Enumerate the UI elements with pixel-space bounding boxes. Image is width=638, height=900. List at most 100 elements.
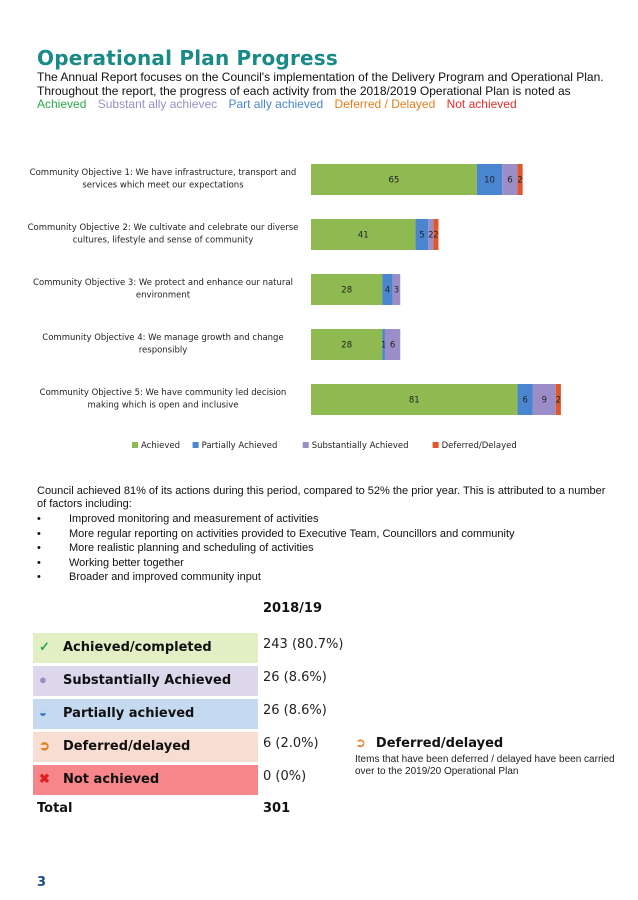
category-label: Community Objective 1: We have infrastru… xyxy=(30,168,297,178)
bullet-icon: • xyxy=(37,527,41,540)
legend-achieved: Achieved xyxy=(37,97,87,111)
summary-paragraph: Council achieved 81% of its actions duri… xyxy=(37,485,606,510)
legend-label: Achieved xyxy=(141,441,180,451)
status-value: 26 (8.6%) xyxy=(263,670,327,685)
deferred-note-title: ➲Deferred/delayed xyxy=(355,736,504,751)
deferred-note-text: Items that have been deferred / delayed … xyxy=(355,754,615,777)
data-label: 28 xyxy=(341,341,352,351)
half-circle-icon: ◒ xyxy=(39,705,47,720)
data-label: 5 xyxy=(419,231,424,241)
status-label: Not achieved xyxy=(63,772,160,787)
bar-segment xyxy=(311,219,416,250)
bar-segment xyxy=(532,384,556,415)
bullet-icon: • xyxy=(37,542,41,554)
data-label: 28 xyxy=(341,286,352,296)
status-label: Achieved/completed xyxy=(63,640,212,655)
data-label: 10 xyxy=(484,176,495,186)
legend-partially: Part ally achieved xyxy=(228,97,324,111)
arrow-circle-icon: ➲ xyxy=(39,738,50,753)
total-label: Total xyxy=(37,801,73,816)
bar-segment xyxy=(311,384,518,415)
bar-segment xyxy=(311,274,383,305)
category-label: Community Objective 5: We have community… xyxy=(40,388,287,398)
status-row-not-achieved: ✖ Not achieved xyxy=(33,765,258,795)
legend-not-achieved: Not achieved xyxy=(446,97,517,111)
legend-swatch xyxy=(132,442,138,448)
list-item: •Broader and improved community input xyxy=(37,571,261,583)
data-label: 2 xyxy=(428,231,433,241)
bar-segment xyxy=(311,164,477,195)
bar-segment xyxy=(392,274,401,305)
status-label: Substantially Achieved xyxy=(63,673,232,688)
category-label: responsibly xyxy=(139,346,188,356)
data-label: 1 xyxy=(381,341,386,351)
year-column-header: 2018/19 xyxy=(263,601,323,616)
status-row-partially: ◒ Partially achieved xyxy=(33,699,258,729)
bar-segment xyxy=(384,329,401,360)
arrow-circle-icon: ➲ xyxy=(355,736,366,751)
status-row-substantially: ● Substantially Achieved xyxy=(33,666,258,696)
data-label: 2 xyxy=(556,396,561,406)
data-label: 81 xyxy=(409,396,420,406)
bullet-icon: • xyxy=(37,556,41,569)
data-label: 6 xyxy=(390,341,395,351)
bar-segment xyxy=(476,164,503,195)
list-item: •More regular reporting on activities pr… xyxy=(37,527,515,540)
status-value: 243 (80.7%) xyxy=(263,637,344,652)
bar-segment xyxy=(555,384,561,415)
legend-label: Partially Achieved xyxy=(202,441,278,451)
legend-substantially: Substant ally achievec xyxy=(97,97,218,111)
circle-icon: ● xyxy=(39,672,47,687)
data-label: 3 xyxy=(394,286,399,296)
data-label: 6 xyxy=(507,176,512,186)
total-value: 301 xyxy=(263,801,291,816)
category-label: services which meet our expectations xyxy=(82,181,244,191)
data-label: 2 xyxy=(433,231,438,241)
bar-segment xyxy=(311,329,383,360)
bar-segment xyxy=(382,274,393,305)
status-value: 0 (0%) xyxy=(263,769,307,784)
status-legend: Achieved Substant ally achievec Part all… xyxy=(37,97,525,111)
legend-label: Substantially Achieved xyxy=(312,441,409,451)
list-item: •More realistic planning and scheduling … xyxy=(37,542,314,554)
data-label: 65 xyxy=(388,176,399,186)
legend-swatch xyxy=(192,442,199,448)
factors-list: •Improved monitoring and measurement of … xyxy=(37,512,515,585)
status-row-deferred: ➲ Deferred/delayed xyxy=(33,732,258,762)
cross-icon: ✖ xyxy=(39,771,50,786)
status-label: Deferred/delayed xyxy=(63,739,191,754)
status-row-achieved: ✓ Achieved/completed xyxy=(33,633,258,663)
bar-segment xyxy=(415,219,429,250)
bar-segment xyxy=(502,164,518,195)
list-item: •Working better together xyxy=(37,556,184,569)
data-label: 4 xyxy=(385,286,390,296)
status-label: Partially achieved xyxy=(63,706,195,721)
data-label: 41 xyxy=(358,231,369,241)
bar-segment xyxy=(517,164,523,195)
bullet-icon: • xyxy=(37,513,41,525)
bar-segment xyxy=(517,384,533,415)
status-value: 6 (2.0%) xyxy=(263,736,319,751)
category-label: Community Objective 3: We protect and en… xyxy=(33,278,293,288)
objectives-stacked-bar-chart: Community Objective 1: We have infrastru… xyxy=(28,164,561,451)
status-value: 26 (8.6%) xyxy=(263,703,327,718)
bar-segment xyxy=(428,219,434,250)
category-label: Community Objective 4: We manage growth … xyxy=(42,333,283,343)
legend-swatch xyxy=(302,442,309,448)
category-label: environment xyxy=(136,291,191,301)
legend-swatch xyxy=(432,442,439,448)
page-number: 3 xyxy=(37,875,47,890)
bullet-icon: • xyxy=(37,571,41,583)
page-title: Operational Plan Progress xyxy=(37,46,338,70)
data-label: 9 xyxy=(542,396,547,406)
bar-segment xyxy=(433,219,439,250)
bar-segment xyxy=(382,329,385,360)
data-label: 6 xyxy=(522,396,527,406)
category-label: cultures, lifestyle and sense of communi… xyxy=(73,236,253,246)
category-label: Community Objective 2: We cultivate and … xyxy=(28,223,299,233)
legend-label: Deferred/Delayed xyxy=(442,441,517,451)
check-icon: ✓ xyxy=(39,639,50,654)
list-item: •Improved monitoring and measurement of … xyxy=(37,513,319,525)
legend-deferred: Deferred / Delayed xyxy=(334,97,436,111)
category-label: making which is open and inclusive xyxy=(87,401,238,411)
